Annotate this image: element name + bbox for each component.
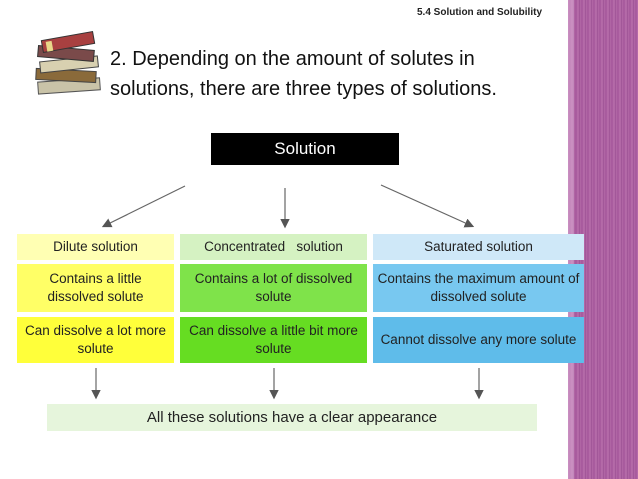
- saturated-ability-box: Cannot dissolve any more solute: [373, 317, 584, 363]
- heading-line-1: 2. Depending on the amount of solutes in: [110, 48, 475, 70]
- dilute-amount-box: Contains a little dissolved solute: [17, 264, 174, 312]
- dilute-type-box: Dilute solution: [17, 234, 174, 260]
- section-title: 5.4 Solution and Solubility: [417, 7, 543, 18]
- solution-root-box: Solution: [211, 133, 399, 165]
- books-icon: [35, 30, 101, 95]
- arrow-to-saturated: [380, 184, 475, 228]
- saturated-amount-box: Contains the maximum amount of dissolved…: [373, 264, 584, 312]
- dilute-ability-box: Can dissolve a lot more solute: [17, 317, 174, 363]
- conclusion-box: All these solutions have a clear appeara…: [47, 404, 537, 431]
- concentrated-type-box: Concentrated solution: [180, 234, 367, 260]
- heading-line-2: solutions, there are three types of solu…: [110, 78, 497, 100]
- concentrated-ability-box: Can dissolve a little bit more solute: [180, 317, 367, 363]
- arrow-to-dilute: [101, 185, 186, 228]
- concentrated-amount-box: Contains a lot of dissolved solute: [180, 264, 367, 312]
- heading: 2. Depending on the amount of solutes in…: [110, 44, 550, 104]
- saturated-type-box: Saturated solution: [373, 234, 584, 260]
